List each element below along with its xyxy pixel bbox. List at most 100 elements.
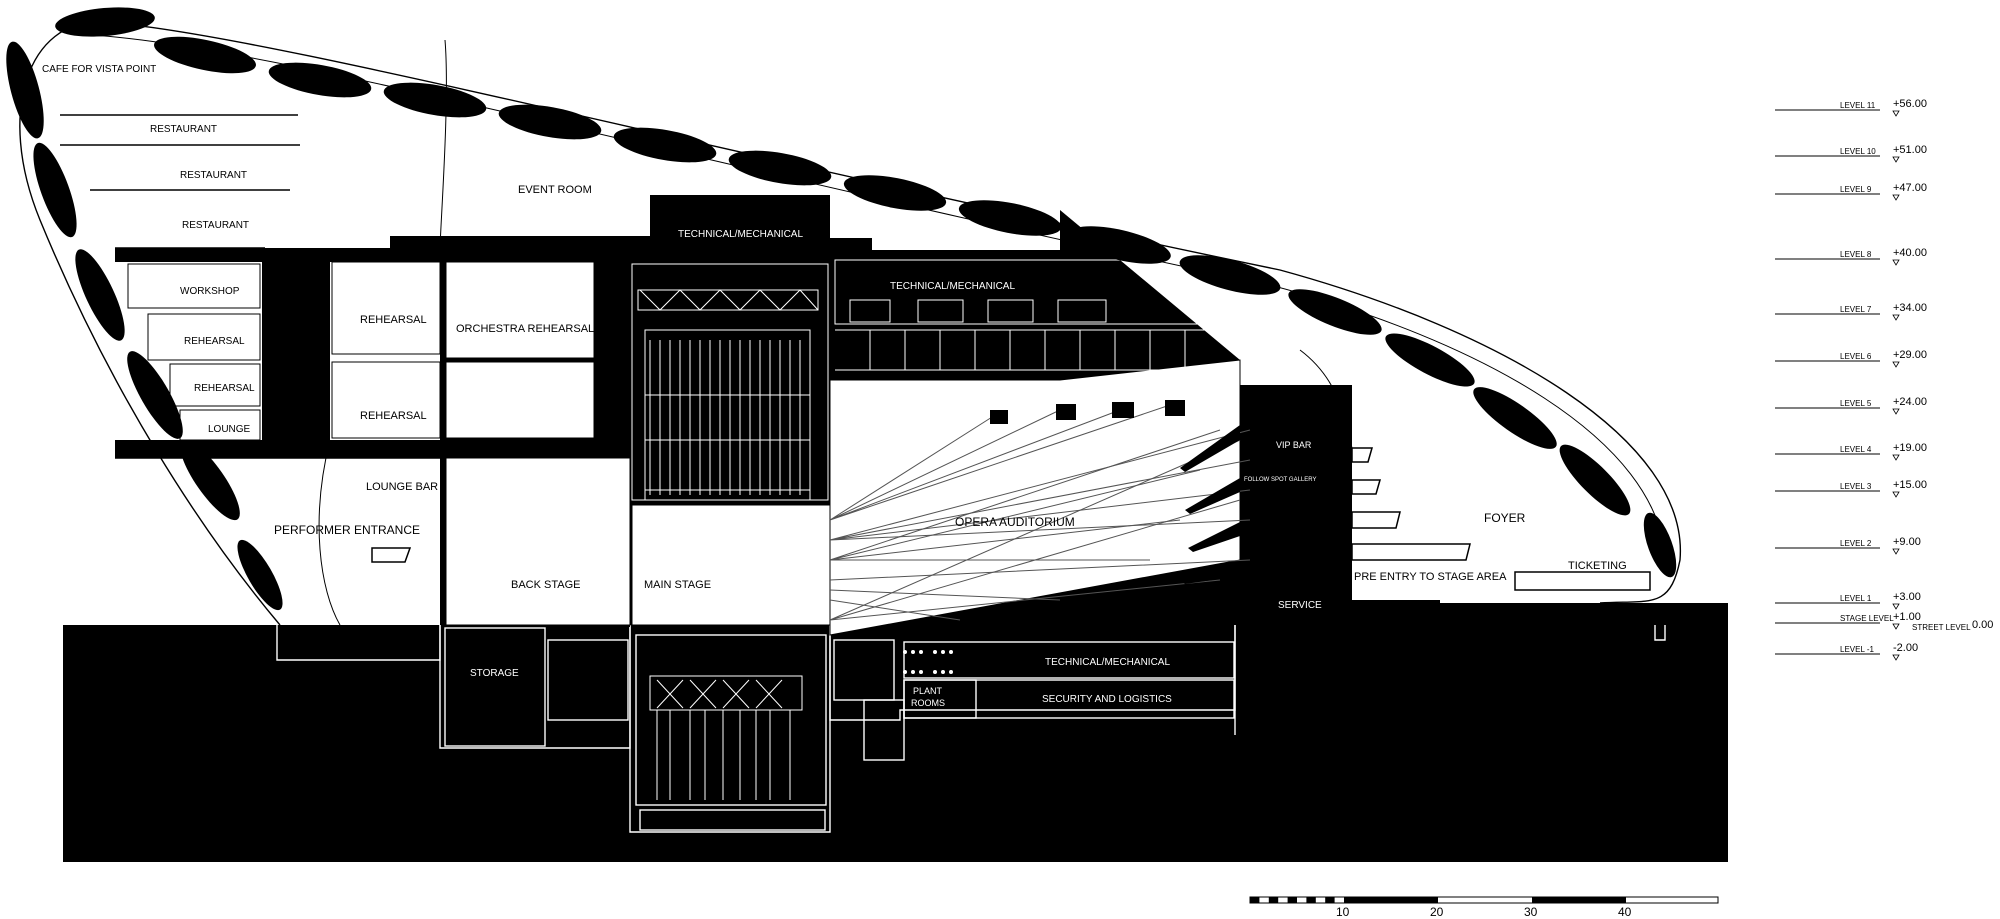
level-elevation: +56.00 (1893, 98, 1927, 110)
level-triangle-icon (1892, 408, 1900, 415)
label-plant-rooms-line-2: ROOMS (911, 698, 945, 708)
level-triangle-icon (1892, 314, 1900, 321)
label-rehearsal-right-1: REHEARSAL (360, 314, 427, 326)
level-elevation: +24.00 (1893, 396, 1927, 408)
foyer-slabs (1351, 447, 1651, 591)
scale-tick-10: 10 (1336, 905, 1350, 919)
level-name: LEVEL 11 (1840, 101, 1876, 110)
stage-tower-details (631, 259, 1236, 501)
level-name: LEVEL 1 (1840, 594, 1872, 603)
label-main-stage: MAIN STAGE (644, 579, 711, 591)
label-tech-mech-upper: TECHNICAL/MECHANICAL (890, 281, 1015, 292)
level-elevation: +19.00 (1893, 442, 1927, 454)
interior-rooms (127, 261, 1241, 636)
level-name: LEVEL 7 (1840, 305, 1872, 314)
level-elevation: +15.00 (1893, 479, 1927, 491)
level-elevation: +51.00 (1893, 144, 1927, 156)
label-gallery: FOLLOW SPOT GALLERY (1244, 477, 1316, 483)
cloud-envelope (6, 7, 1681, 626)
level-name: LEVEL 3 (1840, 482, 1872, 491)
auditorium-balconies (900, 400, 1240, 636)
scale-bar: 10 20 30 40 (1249, 896, 1719, 919)
scale-tick-20: 20 (1430, 905, 1444, 919)
auditorium-sightlines (829, 404, 1251, 621)
level-marker: LEVEL -1 -2.00 (1775, 642, 1918, 661)
level-elevation: +9.00 (1893, 536, 1921, 548)
label-event-room: EVENT ROOM (518, 184, 592, 196)
level-name: LEVEL 2 (1840, 539, 1872, 548)
level-triangle-icon (1892, 110, 1900, 117)
label-rehearsal-right-2: REHEARSAL (360, 410, 427, 422)
left-wing-slabs (60, 114, 440, 563)
label-rehearsal-left-1: REHEARSAL (184, 336, 245, 347)
label-plant-rooms-line-1: PLANT (913, 686, 943, 696)
label-opera-auditorium: OPERA AUDITORIUM (955, 515, 1075, 529)
level-name: LEVEL 5 (1840, 399, 1872, 408)
level-name: LEVEL 4 (1840, 445, 1872, 454)
ground-mass (63, 603, 1728, 862)
level-marker: STAGE LEVEL+1.00 (1775, 611, 1921, 630)
label-foyer: FOYER (1484, 511, 1526, 525)
label-lounge-bar: LOUNGE BAR (366, 481, 438, 493)
street-level-label: STREET LEVEL (1912, 623, 1971, 632)
label-storage: STORAGE (470, 668, 519, 679)
level-name: LEVEL 9 (1840, 185, 1872, 194)
label-tech-mech-lower: TECHNICAL/MECHANICAL (1045, 657, 1170, 668)
level-marker: LEVEL 9 +47.00 (1775, 182, 1927, 201)
label-performer-entrance: PERFORMER ENTRANCE (274, 523, 420, 537)
street-level-marker: STREET LEVEL 0.00 (1912, 619, 1993, 632)
level-marker: LEVEL 6 +29.00 (1775, 349, 1927, 368)
level-name: LEVEL 6 (1840, 352, 1872, 361)
level-elevation: -2.00 (1893, 642, 1918, 654)
level-name: LEVEL 10 (1840, 147, 1876, 156)
label-orchestra-rehearsal: ORCHESTRA REHEARSAL (456, 323, 594, 335)
level-triangle-icon (1892, 194, 1900, 201)
level-elevation: +29.00 (1893, 349, 1927, 361)
label-service: SERVICE (1278, 600, 1322, 611)
level-elevation: +3.00 (1893, 591, 1921, 603)
label-vip-bar: VIP BAR (1276, 440, 1312, 450)
label-restaurant-middle: RESTAURANT (180, 170, 247, 181)
label-security-logistics: SECURITY AND LOGISTICS (1042, 694, 1172, 705)
label-restaurant-bottom: RESTAURANT (182, 220, 249, 231)
level-name: LEVEL -1 (1840, 645, 1874, 654)
label-cafe: CAFE FOR VISTA POINT (42, 64, 156, 75)
level-marker: LEVEL 5 +24.00 (1775, 396, 1927, 415)
room-labels: CAFE FOR VISTA POINT RESTAURANT RESTAURA… (42, 64, 1627, 708)
level-triangle-icon (1892, 361, 1900, 368)
label-restaurant-top: RESTAURANT (150, 124, 217, 135)
level-triangle-icon (1892, 454, 1900, 461)
level-marker: LEVEL 8 +40.00 (1775, 247, 1927, 266)
level-triangle-icon (1892, 491, 1900, 498)
level-triangle-icon (1892, 603, 1900, 610)
level-triangle-icon (1892, 548, 1900, 555)
level-elevation: +47.00 (1893, 182, 1927, 194)
street-level-elevation: 0.00 (1972, 619, 1993, 631)
level-marker: LEVEL 4 +19.00 (1775, 442, 1927, 461)
level-elevation: +34.00 (1893, 302, 1927, 314)
level-triangle-icon (1892, 156, 1900, 163)
level-marker: LEVEL 7 +34.00 (1775, 302, 1927, 321)
label-tech-mech-top: TECHNICAL/MECHANICAL (678, 229, 803, 240)
level-triangle-icon (1892, 623, 1900, 630)
label-ticketing: TICKETING (1568, 560, 1627, 572)
scale-tick-30: 30 (1524, 905, 1538, 919)
label-vip-lounge: VIP LOUNGE (1280, 403, 1347, 415)
level-triangle-icon (1892, 259, 1900, 266)
label-pre-entry: PRE ENTRY TO STAGE AREA (1354, 571, 1507, 583)
label-back-stage: BACK STAGE (511, 579, 580, 591)
level-marker: LEVEL 10 +51.00 (1775, 144, 1927, 163)
level-marker: LEVEL 11 +56.00 (1775, 98, 1927, 117)
level-marker: LEVEL 2 +9.00 (1775, 536, 1921, 555)
level-marker: LEVEL 1 +3.00 (1775, 591, 1921, 610)
scale-tick-40: 40 (1618, 905, 1632, 919)
level-elevation: +40.00 (1893, 247, 1927, 259)
label-rehearsal-left-2: REHEARSAL (194, 383, 255, 394)
level-marker: LEVEL 3 +15.00 (1775, 479, 1927, 498)
level-name: LEVEL 8 (1840, 250, 1872, 259)
level-triangle-icon (1892, 654, 1900, 661)
label-workshop: WORKSHOP (180, 286, 240, 297)
level-name: STAGE LEVEL (1840, 614, 1894, 623)
